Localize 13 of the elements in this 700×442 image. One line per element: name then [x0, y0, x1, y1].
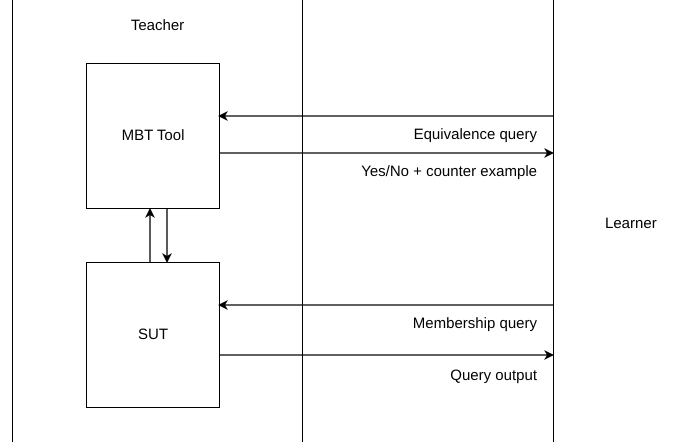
arrow [145, 208, 155, 262]
node-label: MBT Tool [122, 126, 184, 146]
arrow [219, 148, 554, 158]
node-label: Learner [605, 214, 657, 234]
node-label: SUT [138, 324, 168, 345]
arrow [218, 300, 553, 310]
process-box [86, 63, 220, 209]
arrow [162, 209, 172, 263]
arrow [219, 350, 554, 360]
node-label: Teacher [130, 16, 186, 36]
container-panel [12, 0, 303, 442]
process-box [86, 262, 220, 408]
arrow [218, 111, 553, 121]
